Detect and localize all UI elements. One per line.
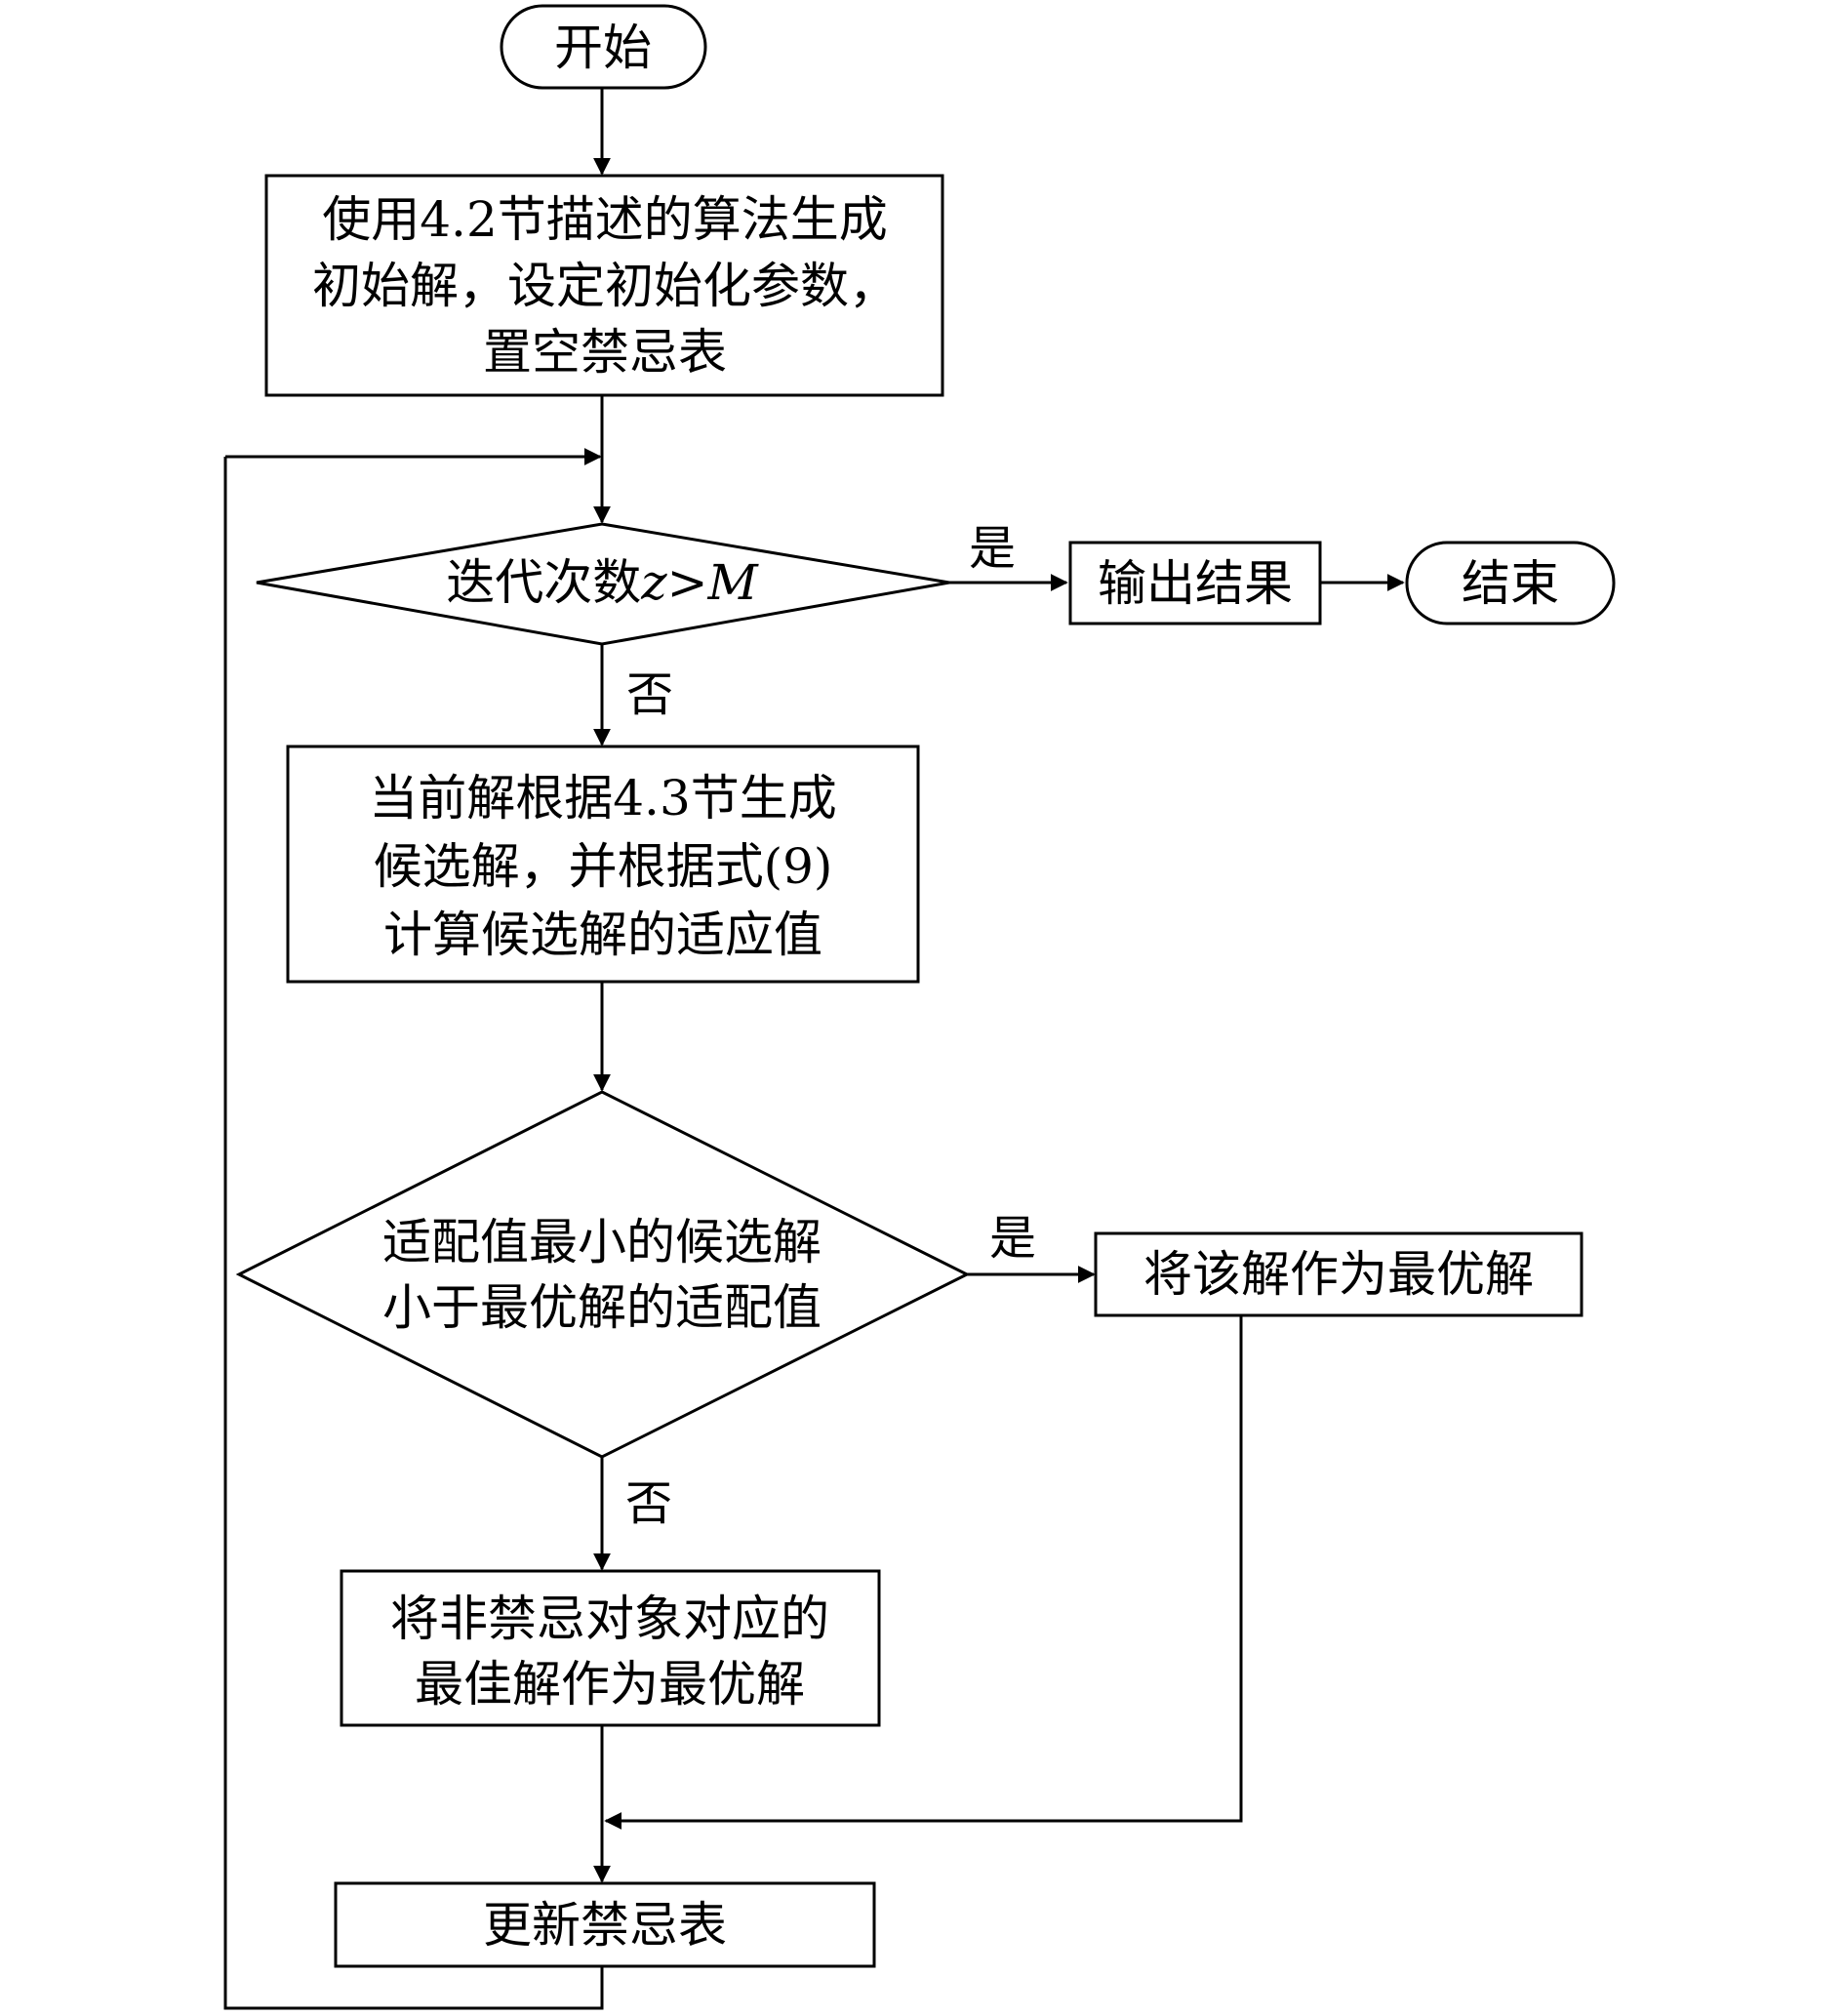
end-terminal xyxy=(1405,541,1616,625)
nontabu-line-2: 最佳解作为最优解 xyxy=(415,1656,805,1713)
output-process xyxy=(1068,541,1322,625)
start-terminal xyxy=(500,4,707,90)
compare-no-label: 否 xyxy=(625,1476,672,1531)
nontabu-best-process xyxy=(340,1569,881,1727)
compare-line-2: 小于最优解的适配值 xyxy=(382,1279,822,1336)
iteration-check-yes-label: 是 xyxy=(969,521,1016,576)
output-label: 输出结果 xyxy=(1098,555,1293,612)
init-process xyxy=(264,174,944,397)
start-label: 开始 xyxy=(554,20,652,76)
init-line-2: 初始解，设定初始化参数， xyxy=(312,258,898,314)
fitness-compare-decision xyxy=(235,1090,971,1459)
candidates-line-1: 当前解根据4.3节生成 xyxy=(369,770,837,827)
nontabu-line-1: 将非禁忌对象对应的 xyxy=(390,1591,829,1647)
update-tabu-label: 更新禁忌表 xyxy=(483,1897,727,1954)
end-label: 结束 xyxy=(1462,555,1559,612)
iteration-check-label: 迭代次数z>M xyxy=(446,554,759,611)
set-best-label: 将该解作为最优解 xyxy=(1143,1246,1534,1303)
candidates-line-2: 候选解，并根据式(9) xyxy=(374,838,833,895)
init-line-1: 使用4.2节描述的算法生成 xyxy=(322,191,888,248)
set-best-process xyxy=(1094,1231,1583,1317)
compare-yes-label: 是 xyxy=(989,1211,1036,1266)
candidates-process xyxy=(286,745,920,984)
iteration-check-no-label: 否 xyxy=(626,667,673,722)
edge-loop-back xyxy=(223,457,604,2010)
init-line-3: 置空禁忌表 xyxy=(483,324,727,381)
compare-line-1: 适配值最小的候选解 xyxy=(382,1214,822,1270)
iteration-check-decision xyxy=(256,522,950,646)
edge-setbest-to-merge xyxy=(604,1315,1243,1830)
update-tabu-process xyxy=(334,1881,876,1968)
candidates-line-3: 计算候选解的适应值 xyxy=(383,907,822,963)
